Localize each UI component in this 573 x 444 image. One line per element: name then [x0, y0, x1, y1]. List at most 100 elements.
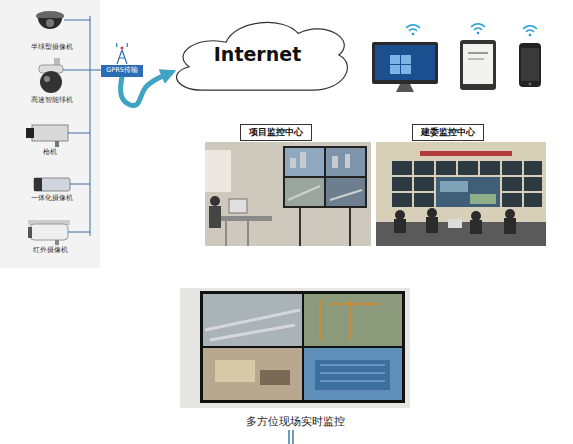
control-center-photo	[436, 161, 456, 175]
control-center-photo	[504, 218, 516, 234]
monitor-room-photo	[205, 142, 371, 246]
control-center-photo	[392, 193, 412, 207]
gprs-box: GPRS传输	[101, 65, 143, 77]
node-text: Internet	[214, 43, 301, 66]
monitor-room-photo	[300, 208, 350, 246]
gprs-tower	[117, 43, 128, 47]
wifi-icon	[472, 24, 485, 35]
site-monitor-photo	[180, 288, 410, 408]
transmission-arrow	[120, 73, 169, 105]
camera-wire	[70, 184, 90, 185]
bullet-camera	[32, 125, 68, 141]
infrared-camera	[55, 240, 59, 245]
wifi-icon	[477, 32, 480, 35]
wifi-icon	[472, 24, 485, 27]
monitor-room-photo	[210, 196, 220, 206]
tablet-device	[468, 58, 484, 60]
wifi-icon	[524, 26, 537, 29]
control-center-photo	[436, 177, 500, 207]
tablet-device	[468, 52, 488, 54]
cable-line	[292, 430, 294, 444]
camera-label: 高速智能球机	[31, 97, 73, 105]
site-monitor-photo	[205, 310, 300, 340]
monitor-room-photo	[229, 199, 247, 213]
bullet-camera	[55, 141, 59, 147]
phone-device	[519, 43, 541, 87]
camera-wire	[63, 70, 90, 71]
site-monitor-photo	[260, 370, 290, 385]
control-center-photo	[524, 177, 542, 191]
site-monitor-photo	[203, 348, 302, 400]
center-title-box: 项目监控中心	[240, 124, 312, 141]
control-center-photo	[426, 217, 438, 233]
site-monitor-photo	[304, 348, 402, 400]
camera-wire	[90, 70, 101, 71]
monitor-device	[390, 55, 400, 64]
gprs-tower	[121, 47, 124, 50]
control-center-photo	[376, 142, 546, 246]
monitor-room-photo	[220, 216, 272, 221]
phone-device	[521, 48, 539, 81]
wifi-icon	[475, 28, 482, 29]
monitor-device	[401, 55, 411, 64]
monitor-room-photo	[326, 178, 365, 206]
control-center-photo	[414, 161, 434, 175]
camera-wire	[68, 133, 90, 134]
site-monitor-photo	[320, 365, 385, 381]
phone-device	[529, 83, 532, 86]
monitor-room-photo	[209, 206, 221, 228]
camera-wire	[90, 16, 91, 236]
node-text: GPRS传输	[106, 67, 138, 75]
speed-dome-camera	[39, 58, 63, 93]
wifi-icon	[527, 30, 534, 31]
wifi-icon	[524, 26, 537, 37]
control-center-photo	[524, 161, 542, 175]
gprs-tower	[117, 50, 127, 64]
box-camera	[34, 178, 70, 191]
tablet-device	[460, 40, 496, 90]
monitor-device	[390, 65, 400, 74]
cable-line	[289, 430, 293, 444]
site-monitor-node: 多方位现场实时监控	[180, 288, 410, 430]
site-monitor-photo	[320, 300, 380, 340]
wifi-icon	[407, 24, 537, 37]
wifi-icon	[410, 29, 417, 30]
wifi-icon	[407, 25, 420, 36]
node-text: 建委监控中心	[421, 127, 475, 138]
control-center-photo	[420, 151, 512, 156]
box-camera	[34, 178, 70, 191]
site-monitor-photo	[200, 291, 405, 403]
control-center-photo	[427, 208, 437, 218]
control-center-photo	[414, 193, 434, 207]
cloud-outline	[177, 22, 348, 90]
control-center-photo	[448, 219, 462, 228]
control-center-photo	[392, 161, 412, 175]
site-monitor-photo	[215, 360, 255, 382]
site-monitor-photo	[180, 288, 410, 408]
control-center-photo	[414, 177, 434, 191]
camera-label: 一体化摄像机	[31, 195, 73, 203]
wifi-icon	[529, 34, 532, 37]
node-text: 项目监控中心	[249, 127, 303, 138]
dome-camera	[36, 11, 64, 29]
control-center-photo	[440, 181, 468, 192]
dome-camera	[38, 18, 62, 29]
internet-cloud: Internet	[165, 10, 350, 98]
camera-label: 红外摄像机	[33, 247, 68, 255]
monitor-room-photo	[205, 142, 371, 246]
monitor-room-photo	[226, 221, 248, 246]
monitor-device	[401, 65, 411, 74]
tablet-device	[460, 40, 496, 90]
monitor-device	[372, 42, 438, 92]
control-center-photo	[470, 194, 496, 204]
control-center-photo	[505, 209, 515, 219]
speed-dome-camera	[40, 71, 62, 93]
wifi-icon	[412, 33, 415, 36]
control-center-photo	[376, 142, 546, 246]
control-center-photo	[502, 177, 522, 191]
control-center-photo	[458, 161, 478, 175]
monitor-room-photo	[288, 186, 362, 200]
control-center-photo	[392, 177, 412, 191]
infrared-camera	[30, 224, 68, 240]
control-center-photo	[394, 219, 406, 233]
